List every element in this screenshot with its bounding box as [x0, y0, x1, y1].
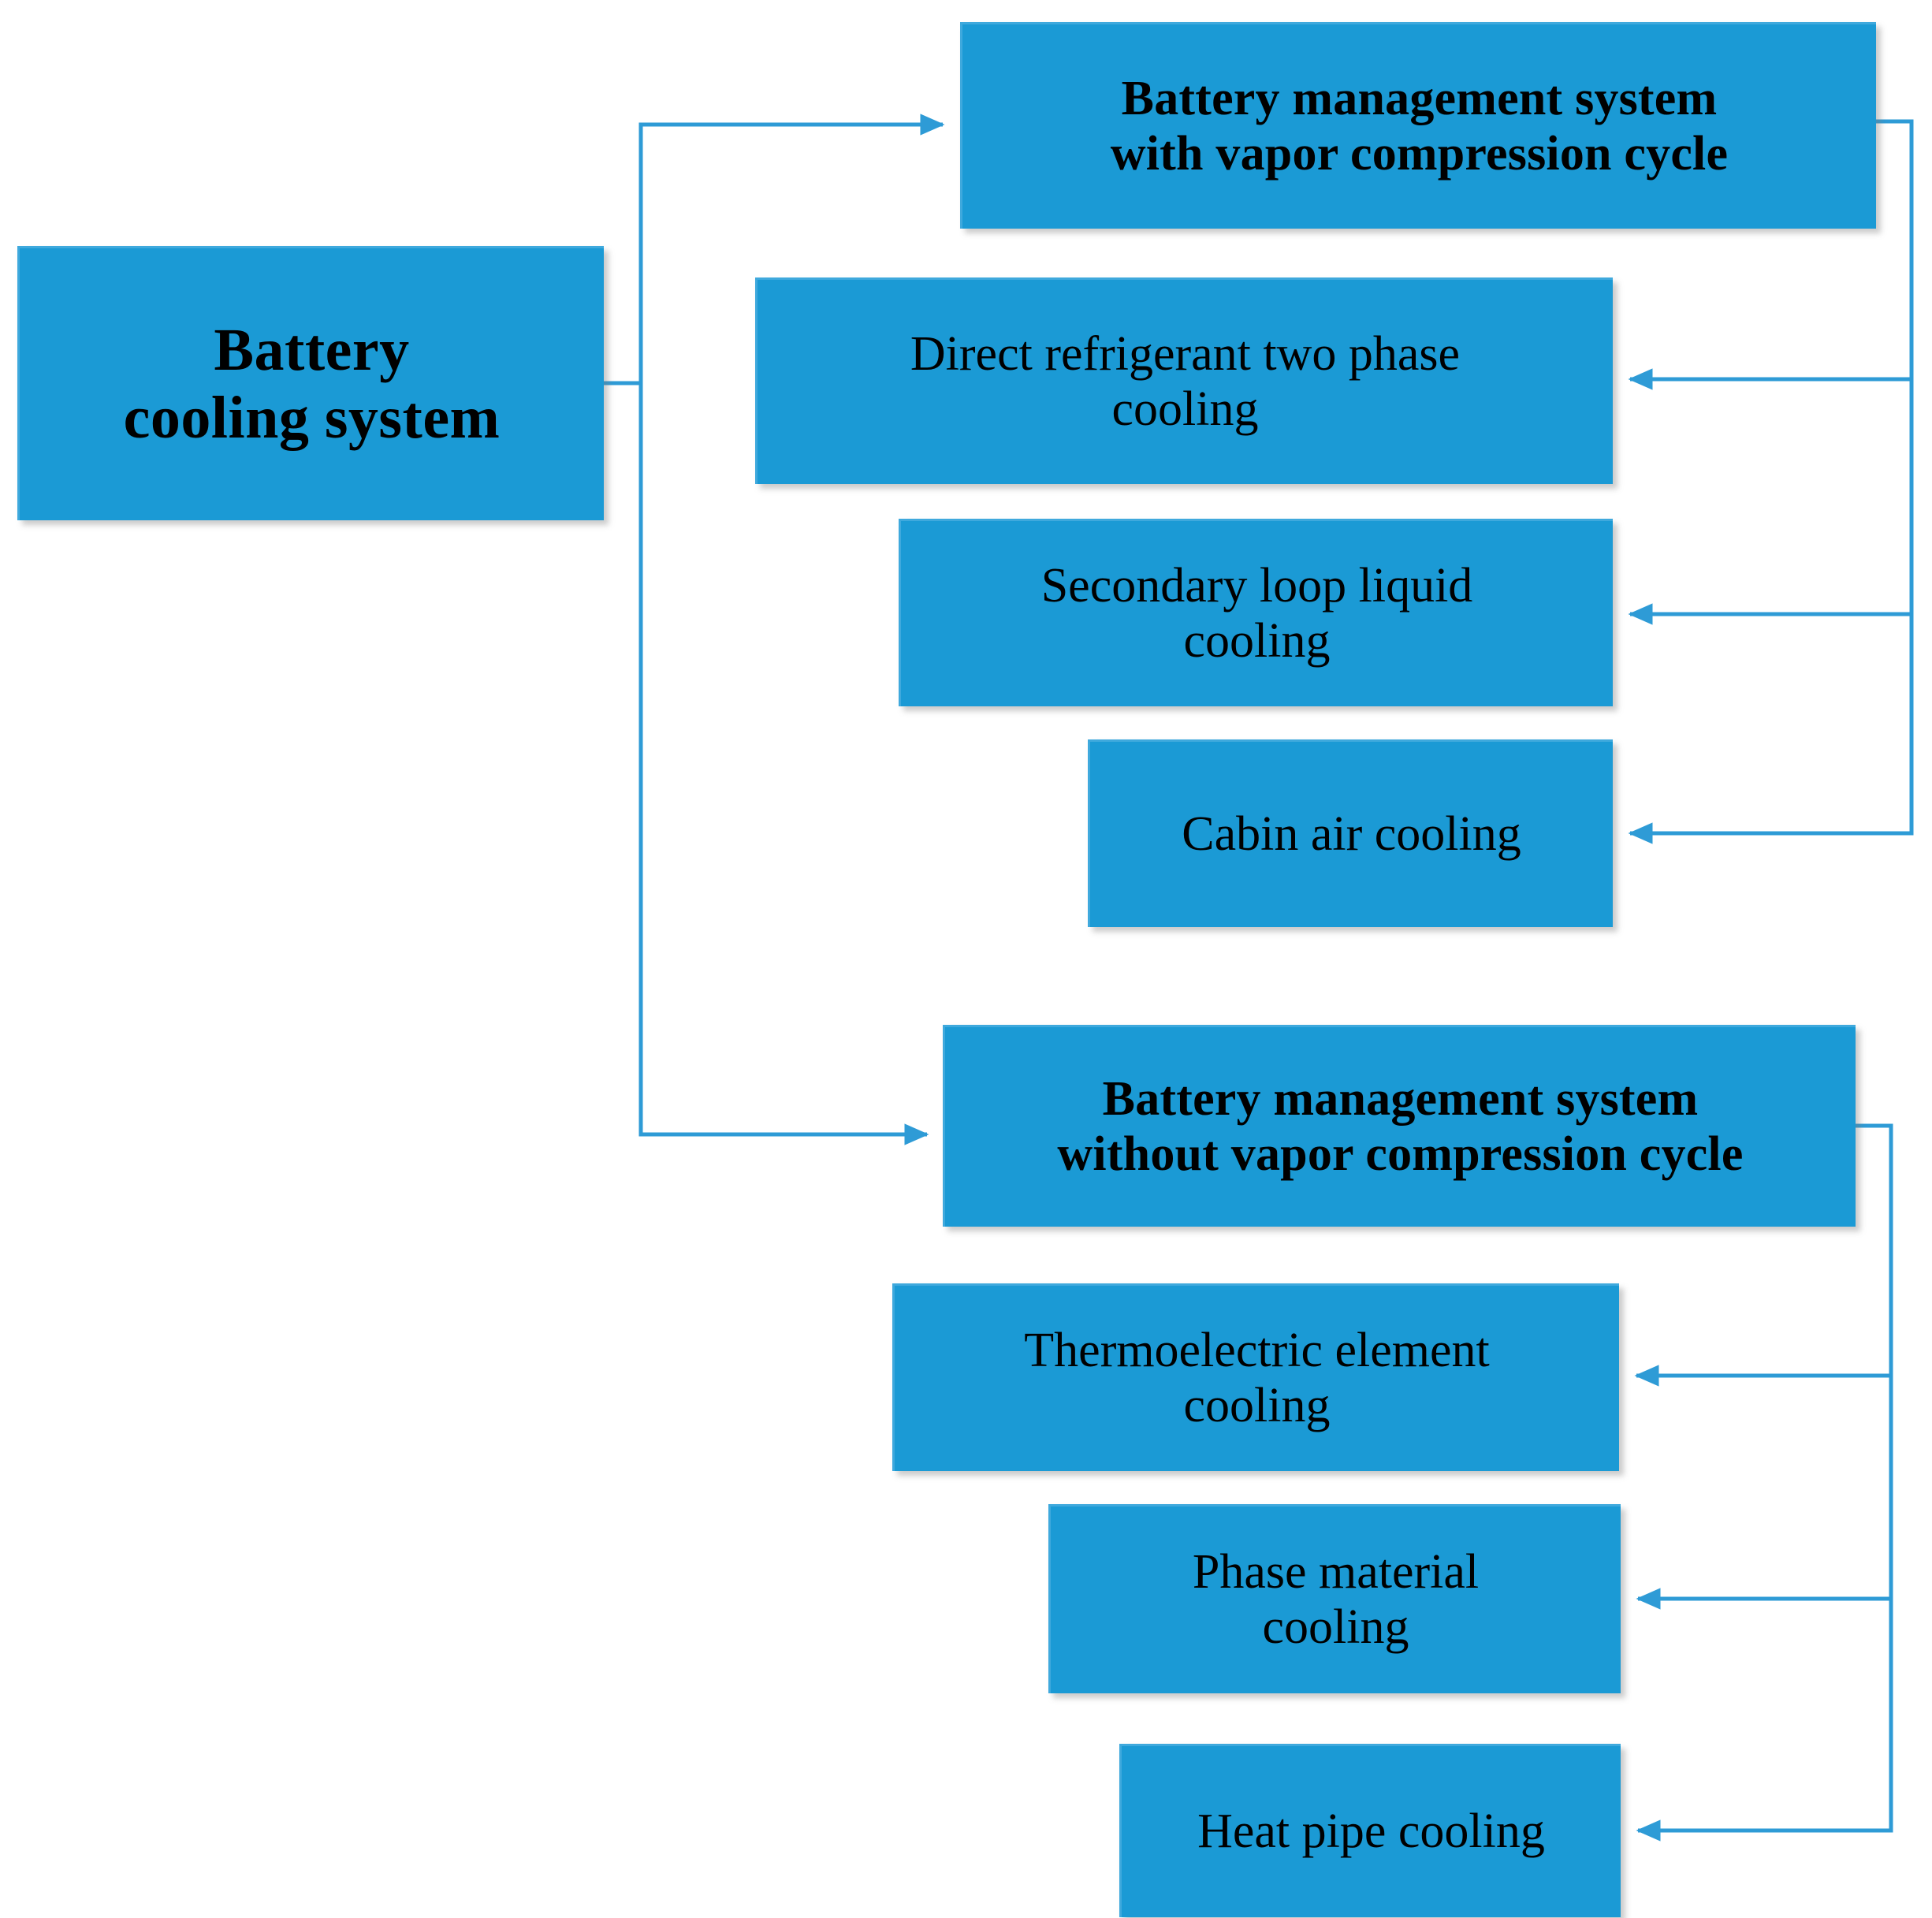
node-label-branch-with-vcc: Battery management system with vapor com… [1110, 72, 1729, 181]
node-label-root: Battery cooling system [123, 317, 501, 451]
node-label-leaf-phase-material: Phase material cooling [1192, 1545, 1480, 1654]
node-branch-with-vcc[interactable]: Battery management system with vapor com… [960, 22, 1876, 229]
node-leaf-direct-refrigerant[interactable]: Direct refrigerant two phase cooling [755, 277, 1613, 484]
node-leaf-heat-pipe[interactable]: Heat pipe cooling [1119, 1744, 1621, 1917]
node-label-branch-without-vcc: Battery management system without vapor … [1057, 1072, 1744, 1181]
node-label-leaf-direct-refrigerant: Direct refrigerant two phase cooling [910, 327, 1461, 436]
node-leaf-thermoelectric[interactable]: Thermoelectric element cooling [892, 1283, 1619, 1471]
connector-root-to-branch-without-vcc [638, 383, 929, 1145]
node-label-leaf-secondary-loop: Secondary loop liquid cooling [1040, 559, 1473, 668]
node-label-leaf-thermoelectric: Thermoelectric element cooling [1024, 1324, 1490, 1432]
node-leaf-cabin-air[interactable]: Cabin air cooling [1088, 739, 1613, 927]
node-leaf-secondary-loop[interactable]: Secondary loop liquid cooling [899, 519, 1613, 706]
node-label-leaf-heat-pipe: Heat pipe cooling [1197, 1804, 1545, 1858]
node-label-leaf-cabin-air: Cabin air cooling [1182, 806, 1521, 861]
connector-branch2-to-heat-pipe [1636, 1126, 1893, 1842]
node-root[interactable]: Battery cooling system [17, 246, 604, 520]
node-branch-without-vcc[interactable]: Battery management system without vapor … [943, 1025, 1856, 1227]
node-leaf-phase-material[interactable]: Phase material cooling [1048, 1504, 1621, 1693]
